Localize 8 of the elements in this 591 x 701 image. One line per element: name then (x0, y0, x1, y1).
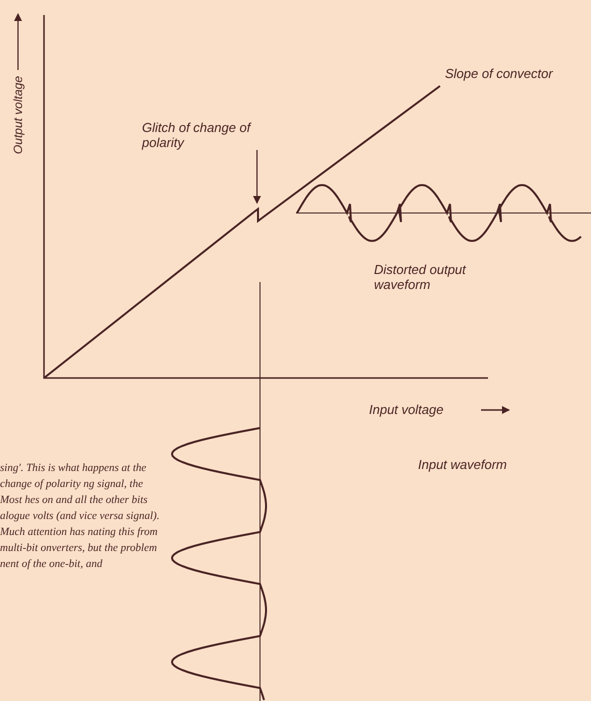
caption-text: Distorted output waveform (374, 262, 468, 292)
body-paragraph: sing'. This is what happens at the change of polarity ng signal, the Most hes on and all the other bits alogue volts (and vice versa signal). Much attention has nating this from multi-bit onverters, but the problem nent of the one-bit, and (0, 461, 160, 572)
caption-text: Slope of convector (445, 66, 554, 81)
axis-label: Input voltage (369, 402, 444, 417)
axis-label: Output voltage (10, 76, 26, 154)
annotation-text: Glitch of change of polarity (142, 120, 260, 150)
arrow (253, 150, 261, 204)
caption-text: Input waveform (418, 457, 508, 472)
